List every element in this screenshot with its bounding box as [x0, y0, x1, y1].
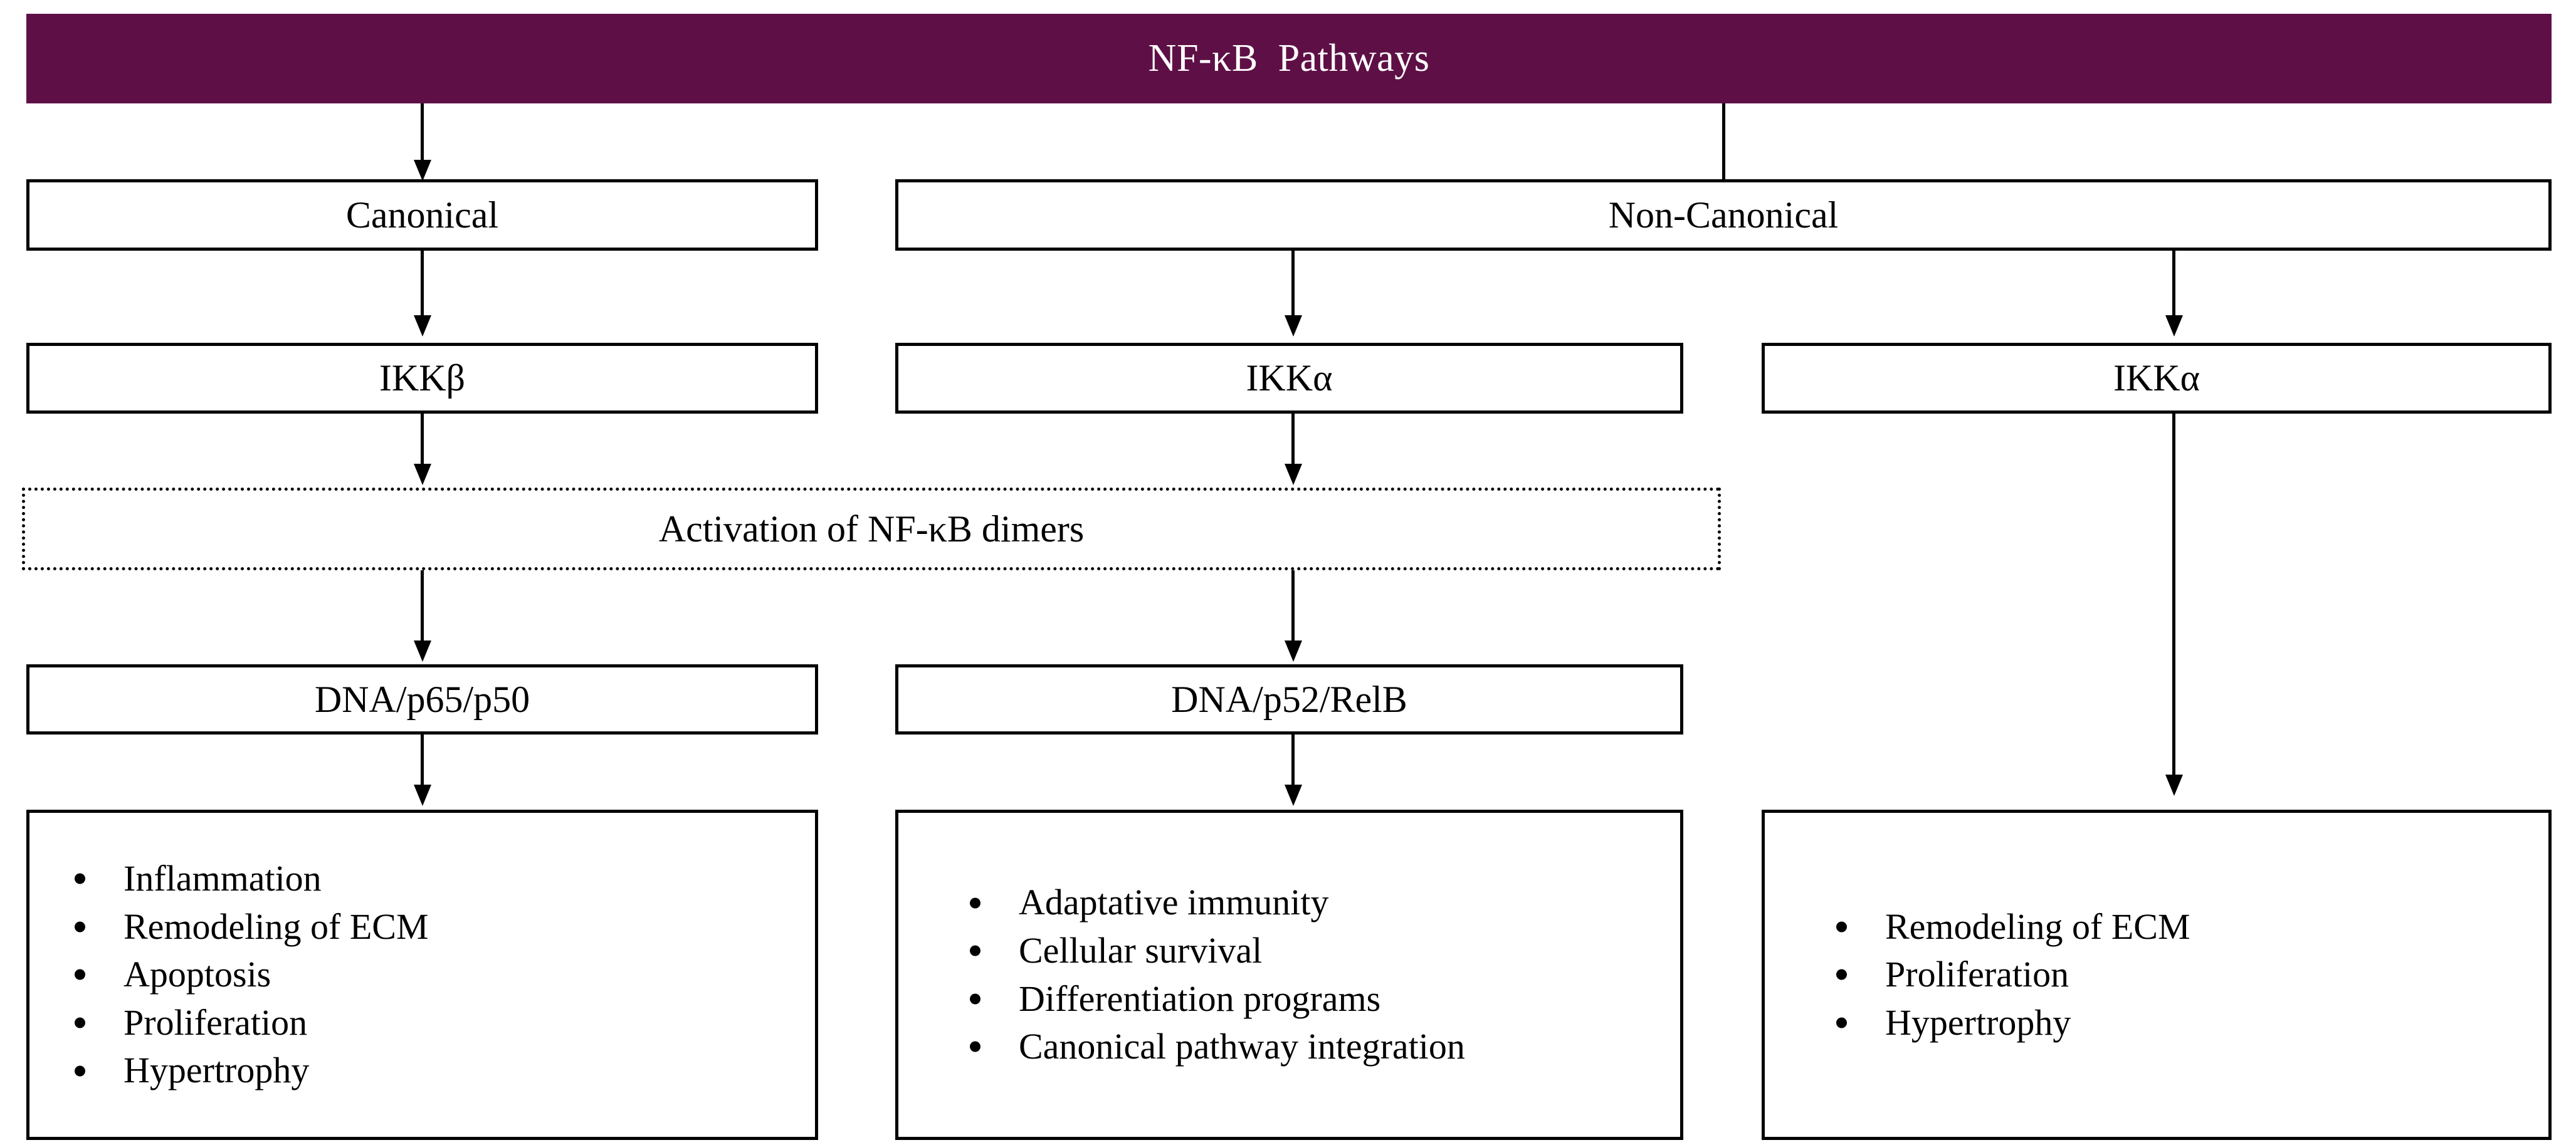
list-item: Hypertrophy — [1827, 999, 2548, 1047]
outcomes-canonical-box[interactable]: Inflammation Remodeling of ECM Apoptosis… — [26, 810, 818, 1140]
arrowhead-header-to-canonical — [414, 160, 431, 181]
page-title: NF-κB Pathways — [1148, 37, 1430, 80]
list-item: Remodeling of ECM — [66, 903, 815, 951]
list-item: Proliferation — [66, 999, 815, 1047]
arrowhead-ikkbeta-to-activation — [414, 464, 431, 485]
node-ikk-beta[interactable]: IKKβ — [26, 343, 818, 414]
connector-header-to-non-canonical — [1722, 103, 1725, 179]
list-item: Cellular survival — [961, 927, 1680, 975]
arrowhead-ikkalpha-mid-to-activation — [1285, 464, 1302, 485]
outcomes-non-canonical-box[interactable]: Adaptative immunity Cellular survival Di… — [895, 810, 1683, 1140]
arrowhead-activation-to-dna-p65-p50 — [414, 640, 431, 662]
connector-dna-p65-p50-to-outcomes — [421, 735, 424, 788]
outcomes-non-canonical-alt-list: Remodeling of ECM Proliferation Hypertro… — [1791, 903, 2548, 1047]
list-item: Hypertrophy — [66, 1047, 815, 1095]
arrowhead-dna-p52-relb-to-outcomes — [1285, 785, 1302, 806]
node-ikk-alpha-middle[interactable]: IKKα — [895, 343, 1683, 414]
node-ikk-alpha-right[interactable]: IKKα — [1762, 343, 2552, 414]
node-activation-nfkb-dimers[interactable]: Activation of NF-κB dimers — [22, 488, 1721, 570]
outcomes-non-canonical-list: Adaptative immunity Cellular survival Di… — [925, 879, 1680, 1070]
node-ikk-alpha-middle-label: IKKα — [1246, 357, 1333, 399]
connector-activation-to-dna-p65-p50 — [421, 570, 424, 644]
node-canonical[interactable]: Canonical — [26, 179, 818, 251]
connector-ikkbeta-to-activation — [421, 414, 424, 468]
connector-ikkalpha-mid-to-activation — [1291, 414, 1295, 468]
outcomes-canonical-list: Inflammation Remodeling of ECM Apoptosis… — [29, 855, 815, 1095]
node-dna-p52-relb-label: DNA/p52/RelB — [1171, 678, 1407, 720]
node-dna-p65-p50-label: DNA/p65/p50 — [314, 678, 530, 720]
list-item: Remodeling of ECM — [1827, 903, 2548, 951]
list-item: Canonical pathway integration — [961, 1023, 1680, 1071]
outcomes-non-canonical-alt-box[interactable]: Remodeling of ECM Proliferation Hypertro… — [1762, 810, 2552, 1140]
node-activation-label: Activation of NF-κB dimers — [658, 508, 1085, 550]
connector-non-canonical-to-ikkalpha-mid — [1291, 251, 1295, 322]
node-dna-p65-p50[interactable]: DNA/p65/p50 — [26, 664, 818, 735]
node-ikk-beta-label: IKKβ — [379, 357, 466, 399]
connector-activation-to-dna-p52-relb — [1291, 570, 1295, 644]
node-non-canonical[interactable]: Non-Canonical — [895, 179, 2552, 251]
node-non-canonical-label: Non-Canonical — [1608, 194, 1839, 236]
diagram-title-banner: NF-κB Pathways — [26, 14, 2552, 103]
node-dna-p52-relb[interactable]: DNA/p52/RelB — [895, 664, 1683, 735]
list-item: Differentiation programs — [961, 975, 1680, 1023]
connector-canonical-to-ikkbeta — [421, 251, 424, 322]
arrowhead-ikkalpha-right-to-outcomes — [2165, 775, 2183, 796]
list-item: Adaptative immunity — [961, 879, 1680, 927]
arrowhead-non-canonical-to-ikkalpha-right — [2165, 315, 2183, 337]
list-item: Apoptosis — [66, 951, 815, 999]
connector-dna-p52-relb-to-outcomes — [1291, 735, 1295, 788]
list-item: Proliferation — [1827, 951, 2548, 999]
list-item: Inflammation — [66, 855, 815, 903]
connector-ikkalpha-right-to-outcomes — [2172, 414, 2175, 777]
node-canonical-label: Canonical — [345, 194, 499, 236]
connector-non-canonical-to-ikkalpha-right — [2172, 251, 2175, 322]
node-ikk-alpha-right-label: IKKα — [2113, 357, 2200, 399]
connector-header-to-canonical — [421, 103, 424, 166]
arrowhead-canonical-to-ikkbeta — [414, 315, 431, 337]
arrowhead-activation-to-dna-p52-relb — [1285, 640, 1302, 662]
arrowhead-dna-p65-p50-to-outcomes — [414, 785, 431, 806]
arrowhead-non-canonical-to-ikkalpha-mid — [1285, 315, 1302, 337]
